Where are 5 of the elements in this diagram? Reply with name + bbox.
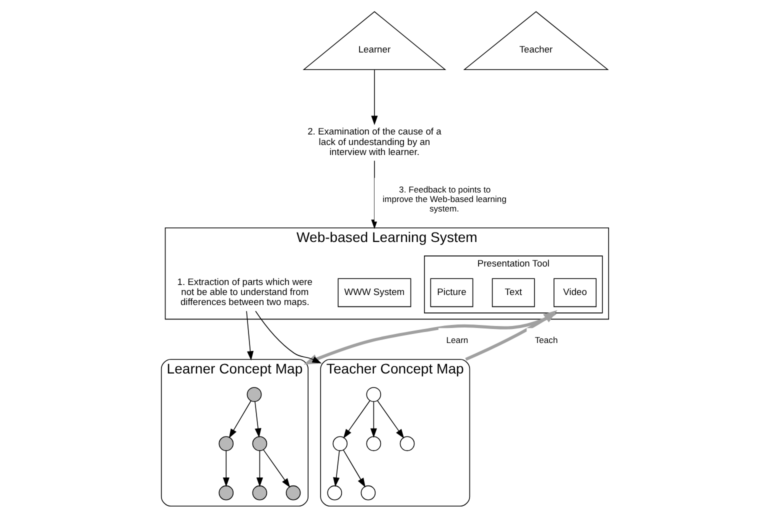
edge-label: Learn [446, 334, 468, 345]
node-text: 2. Examination of the cause of a lack of undestanding by an interview with learner. [308, 126, 442, 157]
node-text: 1. Extraction of parts which were not be able to understand from differences between two maps. [177, 276, 313, 308]
edge-label: Teach [534, 334, 558, 345]
edge-label: 3. Feedback to points to improve the Web-based learning system. [382, 184, 506, 214]
